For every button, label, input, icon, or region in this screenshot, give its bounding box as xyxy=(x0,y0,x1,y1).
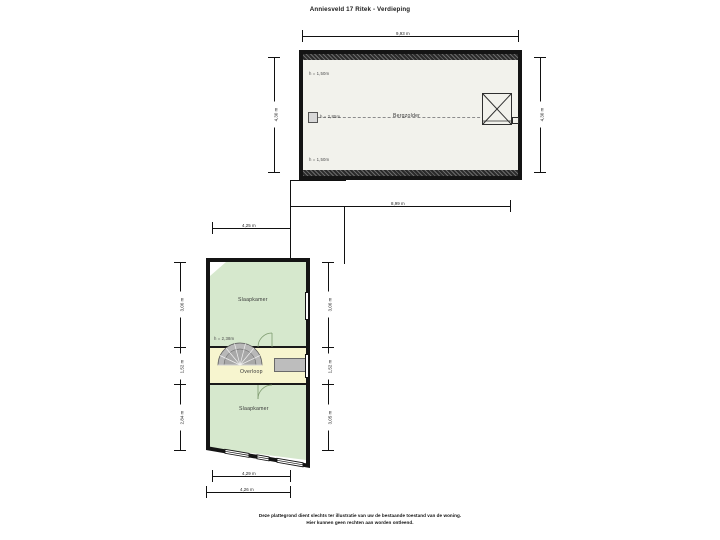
dim-label-right-mid: 1,52 m xyxy=(327,353,333,380)
dim-label-mid-width: 8,99 m xyxy=(389,201,407,206)
attic-height-ridge-label: h = 2,85m xyxy=(320,114,341,119)
dim-label-right-lower: 3,05 m xyxy=(327,404,333,431)
attic-wall-left xyxy=(299,50,303,180)
connector-leader-d xyxy=(290,180,346,181)
dim-label-attic-height-right: 4,30 m xyxy=(539,101,545,128)
connector-leader-b xyxy=(344,206,345,264)
door-lower-bedroom xyxy=(256,384,273,400)
door-upper-bedroom xyxy=(257,332,274,348)
attic-hatch-fixture xyxy=(308,112,318,123)
lower-wall-left xyxy=(206,258,210,448)
windows-bottom-group xyxy=(206,438,312,470)
stair-landing-block xyxy=(274,358,306,372)
attic-roof-slope-top xyxy=(303,54,518,60)
bedroom-upper-height-label: h = 2,38m xyxy=(214,336,235,341)
room-label-slaapkamer-lower: Slaapkamer xyxy=(239,406,269,412)
disclaimer-line-1: Deze plattegrond dient slechts ter illus… xyxy=(258,513,462,518)
dim-line-attic-width xyxy=(302,36,519,37)
bottom-windows-icon xyxy=(224,448,304,468)
page-title: Anniesveld 17 Ritek - Verdieping xyxy=(309,6,411,13)
dim-line-bottom-outer xyxy=(206,492,291,493)
dim-line-mid-width xyxy=(290,206,511,207)
dim-label-attic-height-left: 4,30 m xyxy=(273,101,279,128)
lower-wall-right-lower xyxy=(306,378,310,466)
disclaimer-line-2: Hier kunnen geen rechten aan worden ontl… xyxy=(306,520,414,526)
door-swing-icon xyxy=(257,332,273,348)
window-right-lower xyxy=(305,354,310,378)
attic-ridge-line xyxy=(318,117,500,118)
window-right-upper xyxy=(305,292,310,320)
dim-label-bedroom-upper-height: 3,06 m xyxy=(179,291,185,318)
dim-line-connector-width xyxy=(212,228,291,229)
dim-tick-right-4 xyxy=(322,450,334,451)
dim-label-bottom-inner: 4,29 m xyxy=(240,471,258,476)
lower-wall-right-middle xyxy=(306,320,310,354)
disclaimer-text: Deze plattegrond dient slechts ter illus… xyxy=(0,512,720,526)
lower-wall-top xyxy=(206,258,310,262)
spiral-staircase-icon xyxy=(217,342,263,366)
attic-height-bottom-label: h = 1,50m xyxy=(309,157,330,162)
dim-label-bottom-outer: 4,26 m xyxy=(238,487,256,492)
attic-wall-right xyxy=(518,50,522,180)
dim-label-attic-width: 9,93 m xyxy=(394,31,412,36)
room-label-slaapkamer-upper: Slaapkamer xyxy=(238,297,268,303)
attic-wall-top xyxy=(299,50,522,54)
dim-label-right-upper: 3,06 m xyxy=(327,291,333,318)
dim-label-landing-height: 1,52 m xyxy=(179,353,185,380)
lower-wall-right-upper xyxy=(306,258,310,292)
room-slaapkamer-upper xyxy=(210,262,306,348)
attic-wall-bottom xyxy=(299,176,522,180)
connector-leader-a xyxy=(290,180,291,262)
room-label-overloop: Overloop xyxy=(240,369,263,375)
spiral-staircase xyxy=(216,341,264,366)
dim-tick-left-4 xyxy=(174,450,186,451)
door-swing-icon-2 xyxy=(257,384,273,400)
room-label-bergzolder: Bergzolder xyxy=(393,113,421,119)
dim-label-connector-width: 4,25 m xyxy=(240,223,258,228)
partition-overloop-bedroom xyxy=(210,383,306,385)
attic-roof-slope-bottom xyxy=(303,170,518,176)
attic-height-top-label: h = 1,50m xyxy=(309,71,330,76)
dim-line-bottom-inner xyxy=(212,476,291,477)
crossed-hatch-opening-icon xyxy=(482,93,512,125)
dim-label-bedroom-lower-height: 2,84 m xyxy=(179,404,185,431)
attic-right-notch xyxy=(512,117,519,124)
attic-opening-void xyxy=(482,93,512,125)
